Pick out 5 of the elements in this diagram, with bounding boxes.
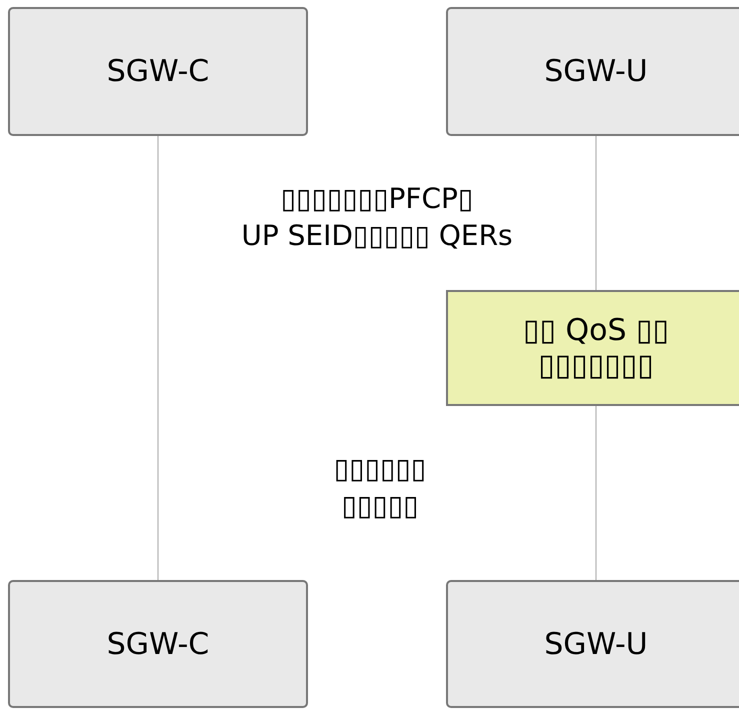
note-box: ▯▯ QoS ▯▯ ▯▯▯▯▯▯▯ [446, 290, 739, 406]
participant-box: SGW-C [8, 580, 308, 708]
participant-box: SGW-C [8, 7, 308, 136]
participant-box: SGW-U [446, 7, 739, 136]
participant-box: SGW-U [446, 580, 739, 708]
